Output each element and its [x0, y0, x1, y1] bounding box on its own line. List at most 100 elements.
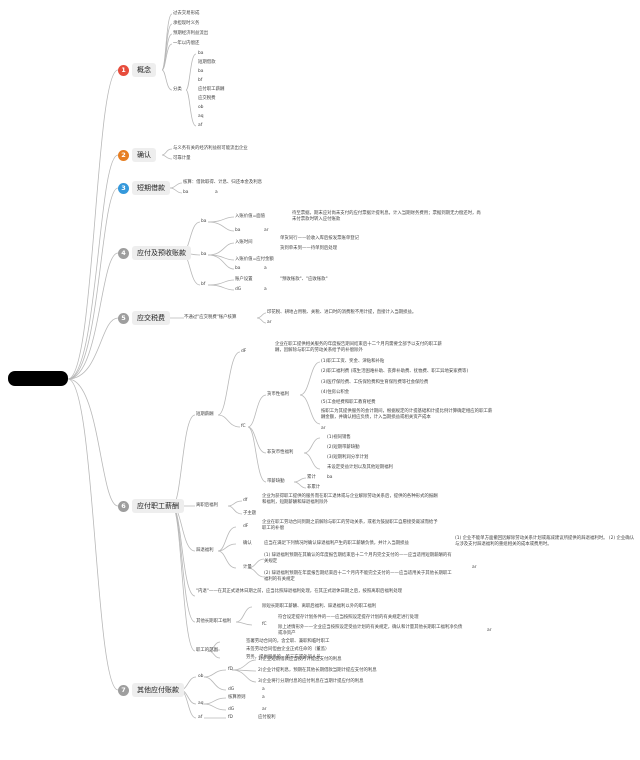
- class-item[interactable]: ob: [198, 105, 204, 110]
- salary-desc[interactable]: "内退"——在其正式退休日期之前，应当比照辞退福利处理，在其正式退休日期之后，按…: [196, 589, 403, 594]
- salary-item[interactable]: ar: [321, 426, 326, 431]
- payables-note[interactable]: 单货同行——验收入库后按发票账单登记: [280, 236, 360, 241]
- shortloan-minor[interactable]: a: [215, 190, 218, 195]
- topic-other[interactable]: 7 其他应付账款: [118, 683, 184, 697]
- salary-desc[interactable]: (1) 企业不能单方面撤回因解除劳动关系计划或裁减建议所提供的辞退福利时。 (2…: [455, 536, 635, 547]
- confirm-item[interactable]: 可靠计量: [173, 156, 191, 161]
- salary-desc[interactable]: 应当在满足下列情况时确认辞退福利产生的职工薪酬负债，并计入当期损益: [264, 541, 409, 546]
- payables-group[interactable]: ba: [201, 219, 207, 224]
- concept-item[interactable]: 一年以内偿还: [173, 41, 200, 46]
- salary-item[interactable]: 劳务，提供服务的，第三方或外部人员: [246, 655, 321, 660]
- salary-desc[interactable]: 企业在职工劳动合同到期之前解除与职工的劳动关系，或者为鼓励职工自愿接受裁减而给予…: [262, 520, 438, 531]
- salary-group[interactable]: 短期薪酬: [196, 412, 214, 417]
- payables-item[interactable]: 入账价值=面值: [235, 214, 266, 219]
- other-sub[interactable]: dG: [228, 687, 235, 692]
- other-sub[interactable]: dG: [228, 707, 235, 712]
- class-item[interactable]: ba: [198, 69, 204, 74]
- other-group[interactable]: af: [198, 715, 203, 720]
- salary-item[interactable]: 未签劳动合同但由企业正式任命的（董监）: [246, 647, 330, 652]
- shortloan-item[interactable]: ba: [183, 190, 189, 195]
- other-value[interactable]: a: [262, 687, 265, 692]
- topic-concept[interactable]: 1 概念: [118, 63, 156, 77]
- concept-item[interactable]: 预期经济利益流出: [173, 31, 209, 36]
- confirm-item[interactable]: 与义务有关的经济利益很可能流出企业: [173, 146, 248, 151]
- salary-sub[interactable]: 子主题: [243, 511, 257, 516]
- other-sub[interactable]: fD: [228, 667, 233, 672]
- salary-item[interactable]: (5)工会经费和职工教育经费: [321, 400, 376, 405]
- tax-main[interactable]: 不通过"应交税费"账户核算: [184, 315, 237, 320]
- salary-desc[interactable]: 除短长期职工薪酬、离职后福利、辞退福利以外的职工福利: [262, 604, 377, 609]
- shortloan-item[interactable]: 核算：借款取得、计息、归还本金及利息: [183, 180, 263, 185]
- tax-item[interactable]: ar: [267, 320, 272, 325]
- salary-desc[interactable]: (1) 辞退福利预期在其确认的年度报告期结束后十二个月内完全支付的——应当适用短…: [264, 553, 452, 564]
- payables-item[interactable]: 入账时间: [235, 240, 253, 245]
- topic-confirm[interactable]: 2 确认: [118, 148, 156, 162]
- salary-item[interactable]: 按职工为其提供服务的会计期间，根据规定的计提基础和计提比例计算确定相应的职工薪酬…: [321, 409, 493, 420]
- salary-item[interactable]: (1)视同销售: [327, 435, 351, 440]
- salary-item[interactable]: (3)医疗保险费、工伤保险费和生育保险费等社会保险费: [321, 380, 429, 385]
- salary-tag[interactable]: ar: [487, 628, 492, 633]
- salary-desc[interactable]: 符合设定提存计划条件的——应当按照设定提存计划的有关规定进行处理: [278, 615, 419, 620]
- concept-item[interactable]: 承担现时义务: [173, 21, 200, 26]
- class-item[interactable]: 应交税费: [198, 96, 216, 101]
- payables-note[interactable]: 待至票据，期末应对尚未支付的应付票据计提利息，计入当期财务费用；票据到期无力偿还…: [292, 211, 481, 222]
- topic-salary[interactable]: 6 应付职工薪酬: [118, 499, 184, 513]
- salary-item[interactable]: 确认: [243, 541, 252, 546]
- salary-item[interactable]: (2)短期带薪缺勤: [327, 445, 360, 450]
- concept-item[interactable]: 过去交易形成: [173, 11, 200, 16]
- salary-tag[interactable]: ar: [472, 565, 477, 570]
- salary-item[interactable]: 计量: [243, 565, 252, 570]
- topic-payables[interactable]: 4 应付及预收账款: [118, 246, 191, 260]
- salary-item[interactable]: ba: [327, 475, 333, 480]
- class-item[interactable]: ba: [198, 51, 204, 56]
- other-group[interactable]: ob: [198, 674, 204, 679]
- salary-sub[interactable]: fC: [262, 622, 267, 627]
- salary-item[interactable]: (2)职工福利费 (或生活困难补助、丧葬补助费、抚恤费、职工异地安家费等): [321, 369, 469, 374]
- class-item[interactable]: 短期借款: [198, 60, 216, 65]
- payables-value[interactable]: ar: [264, 228, 269, 233]
- payables-group[interactable]: ba: [201, 252, 207, 257]
- salary-item[interactable]: 非累计: [307, 485, 321, 490]
- payables-item[interactable]: 账户设置: [235, 277, 253, 282]
- salary-item[interactable]: (1)职工工资、奖金、津贴和补贴: [321, 359, 385, 364]
- payables-value[interactable]: a: [264, 266, 267, 271]
- salary-group[interactable]: 职工的范围: [196, 648, 218, 653]
- salary-desc[interactable]: 企业在职工提供相关服务的年度报告期间结束后十二个月内需要全部予以支付的职工薪酬，…: [275, 342, 442, 353]
- other-sub[interactable]: 核算原则: [228, 695, 246, 700]
- salary-group[interactable]: 离职后福利: [196, 503, 218, 508]
- other-group[interactable]: aq: [198, 701, 204, 706]
- salary-group[interactable]: 其他长期职工福利: [196, 619, 232, 624]
- payables-value[interactable]: a: [264, 287, 267, 292]
- salary-item[interactable]: 带薪缺勤: [267, 479, 285, 484]
- other-value[interactable]: 应付股利: [258, 715, 276, 720]
- payables-item[interactable]: ba: [235, 266, 241, 271]
- topic-tax[interactable]: 5 应交税费: [118, 311, 170, 325]
- class-item[interactable]: aq: [198, 114, 204, 119]
- other-value[interactable]: ar: [262, 707, 267, 712]
- payables-group[interactable]: bf: [201, 282, 206, 287]
- salary-sub[interactable]: fC: [241, 424, 246, 429]
- salary-item[interactable]: 货币性福利: [267, 392, 289, 397]
- salary-item[interactable]: 未设定受益计划以及其他短期福利: [327, 465, 393, 470]
- root-topic[interactable]: [8, 371, 68, 386]
- salary-item[interactable]: 签署劳动合同的，含全职、兼职和临时职工: [246, 639, 330, 644]
- other-item[interactable]: 2)企业计提利息，预期在其他长期借款当期计提应支付的利息: [258, 668, 377, 673]
- salary-group[interactable]: 辞退福利: [196, 548, 214, 553]
- payables-item[interactable]: ba: [235, 228, 241, 233]
- tax-item[interactable]: 印花税、耕地占用税、关税、进口时的消费税不用计提，直接计入当期损益。: [267, 310, 417, 315]
- payables-note[interactable]: 货到单未到——待单到后处理: [280, 246, 338, 251]
- class-item[interactable]: bf: [198, 78, 203, 83]
- other-item[interactable]: 1)企业短期借款应当按月计提应支付的利息: [258, 657, 342, 662]
- salary-item[interactable]: 非货币性福利: [267, 450, 294, 455]
- payables-item[interactable]: 入账价值=应付金额: [235, 257, 274, 262]
- payables-item[interactable]: dG: [235, 287, 242, 292]
- salary-sub[interactable]: dF: [243, 524, 249, 529]
- other-item[interactable]: 3)企业将行分期付息的应付利息在当期计提应付的利息: [258, 679, 364, 684]
- other-sub[interactable]: fD: [228, 715, 233, 720]
- class-item[interactable]: af: [198, 123, 203, 128]
- salary-sub[interactable]: dF: [241, 349, 247, 354]
- payables-value[interactable]: "预收账款"、"应收账款": [280, 277, 328, 282]
- salary-desc[interactable]: 除上述情形外——企业应当按照设定受益计划的有关规定，确认和计量其他长期职工福利净…: [278, 625, 463, 636]
- salary-desc[interactable]: (2) 辞退福利预期在年度报告期结束后十二个月内不能完全支付的——应当适用关于其…: [264, 571, 452, 582]
- topic-short-loan[interactable]: 3 短期借款: [118, 181, 170, 195]
